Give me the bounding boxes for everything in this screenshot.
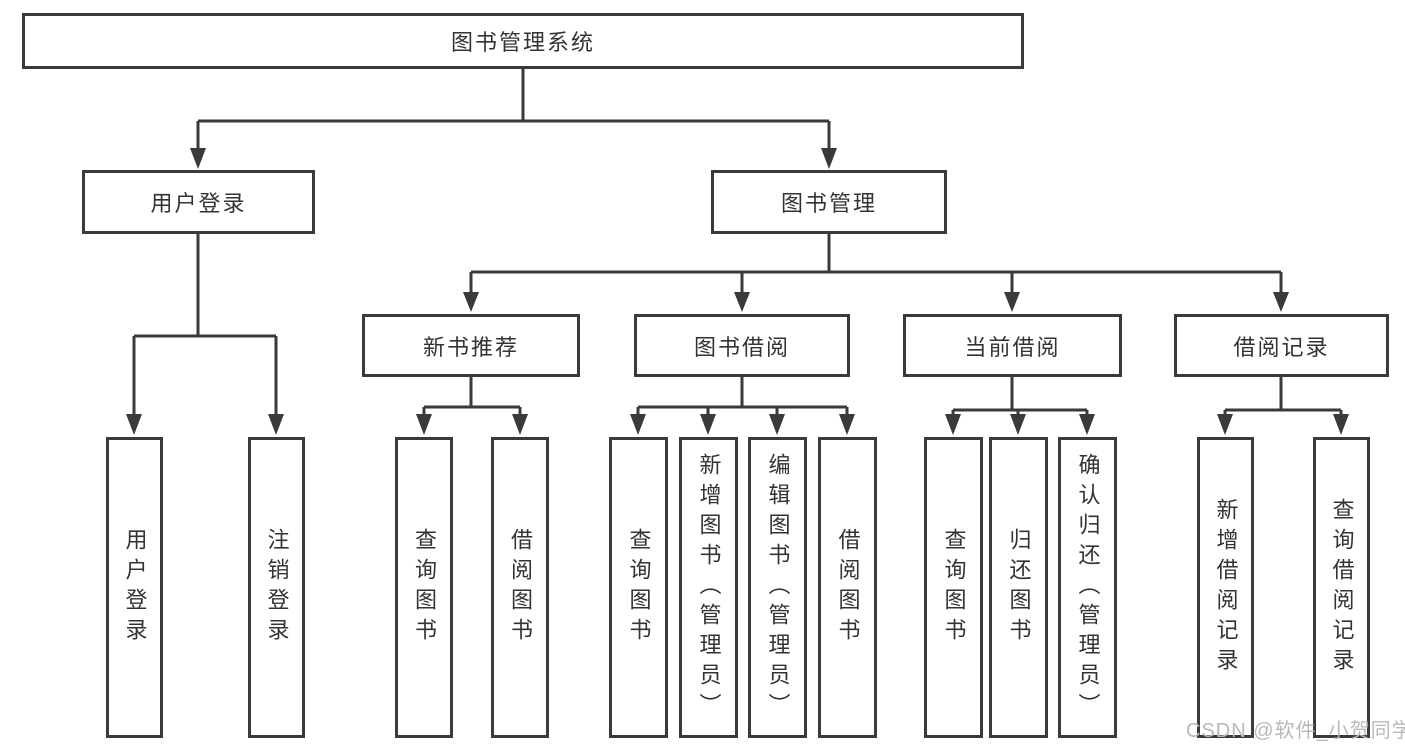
node-user-login: 用户登录: [82, 170, 315, 234]
leaf-logout: 注销登录: [248, 437, 305, 738]
leaf-edit-book-admin: 编辑图书（管理员）: [748, 437, 807, 738]
leaf-add-borrow-record: 新增借阅记录: [1197, 437, 1254, 738]
node-label: 借阅记录: [1233, 334, 1330, 360]
node-label: 图书管理: [780, 191, 877, 216]
leaf-label: 新增借阅记录: [1213, 497, 1239, 678]
leaf-label: 查询借阅记录: [1329, 497, 1355, 678]
leaf-borrow-books: 借阅图书: [491, 437, 549, 738]
leaf-label: 借阅图书: [508, 527, 533, 648]
leaf-label: 查询图书: [941, 527, 967, 648]
node-book-management: 图书管理: [711, 170, 947, 234]
node-book-borrow: 图书借阅: [634, 314, 850, 377]
connector-book-management-to-level3: [463, 234, 1289, 312]
node-label: 新书推荐: [422, 334, 519, 360]
leaf-return-book: 归还图书: [989, 437, 1048, 738]
node-label: 当前借阅: [964, 334, 1061, 360]
leaf-confirm-return-admin: 确认归还（管理员）: [1058, 437, 1117, 738]
leaf-borrow-books: 借阅图书: [818, 437, 877, 738]
connector-borrow-record-to-leaves: [1217, 377, 1349, 435]
leaf-label: 编辑图书（管理员）: [765, 452, 791, 723]
leaf-query-books: 查询图书: [924, 437, 983, 738]
node-new-book-recommend: 新书推荐: [362, 314, 580, 377]
node-borrow-record: 借阅记录: [1174, 314, 1389, 377]
node-current-borrow: 当前借阅: [903, 314, 1122, 377]
leaf-label: 注销登录: [264, 527, 290, 648]
leaf-label: 借阅图书: [835, 527, 861, 648]
leaf-label: 归还图书: [1006, 527, 1032, 648]
node-label: 图书借阅: [693, 334, 790, 360]
node-root-library-system: 图书管理系统: [22, 13, 1024, 69]
csdn-watermark: CSDN @软件_小贺同学: [1186, 720, 1405, 742]
leaf-label: 确认归还（管理员）: [1075, 452, 1101, 723]
leaf-label: 用户登录: [122, 527, 148, 648]
node-label: 用户登录: [150, 191, 247, 216]
connector-user-login-to-leaves: [126, 234, 284, 435]
connector-root-to-level2: [190, 69, 837, 169]
leaf-query-borrow-record: 查询借阅记录: [1313, 437, 1370, 738]
connector-book-borrow-to-leaves: [630, 377, 855, 435]
node-label: 图书管理系统: [450, 30, 595, 55]
leaf-label: 查询图书: [626, 527, 652, 648]
leaf-user-login: 用户登录: [106, 437, 163, 738]
leaf-query-books: 查询图书: [609, 437, 668, 738]
leaf-add-book-admin: 新增图书（管理员）: [679, 437, 738, 738]
connector-new-book-recommend-to-leaves: [416, 377, 528, 435]
connector-current-borrow-to-leaves: [945, 377, 1095, 435]
leaf-query-books: 查询图书: [395, 437, 453, 738]
leaf-label: 查询图书: [412, 527, 437, 648]
leaf-label: 新增图书（管理员）: [696, 452, 722, 723]
